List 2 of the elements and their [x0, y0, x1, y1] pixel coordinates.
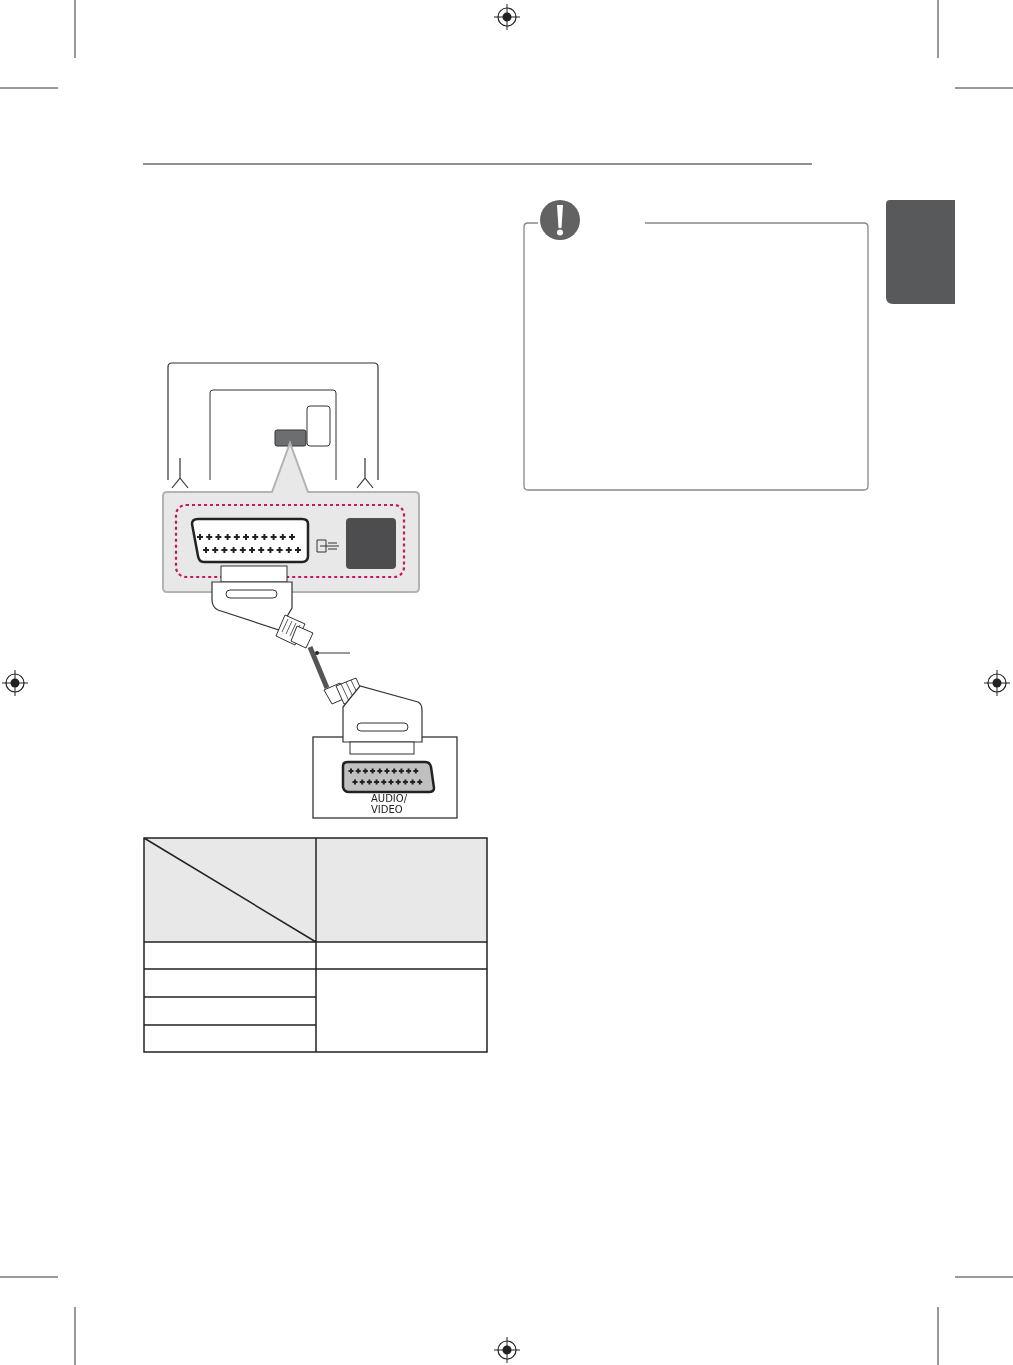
port-label: AUDIO/ VIDEO [371, 793, 409, 815]
side-tab [886, 200, 955, 304]
